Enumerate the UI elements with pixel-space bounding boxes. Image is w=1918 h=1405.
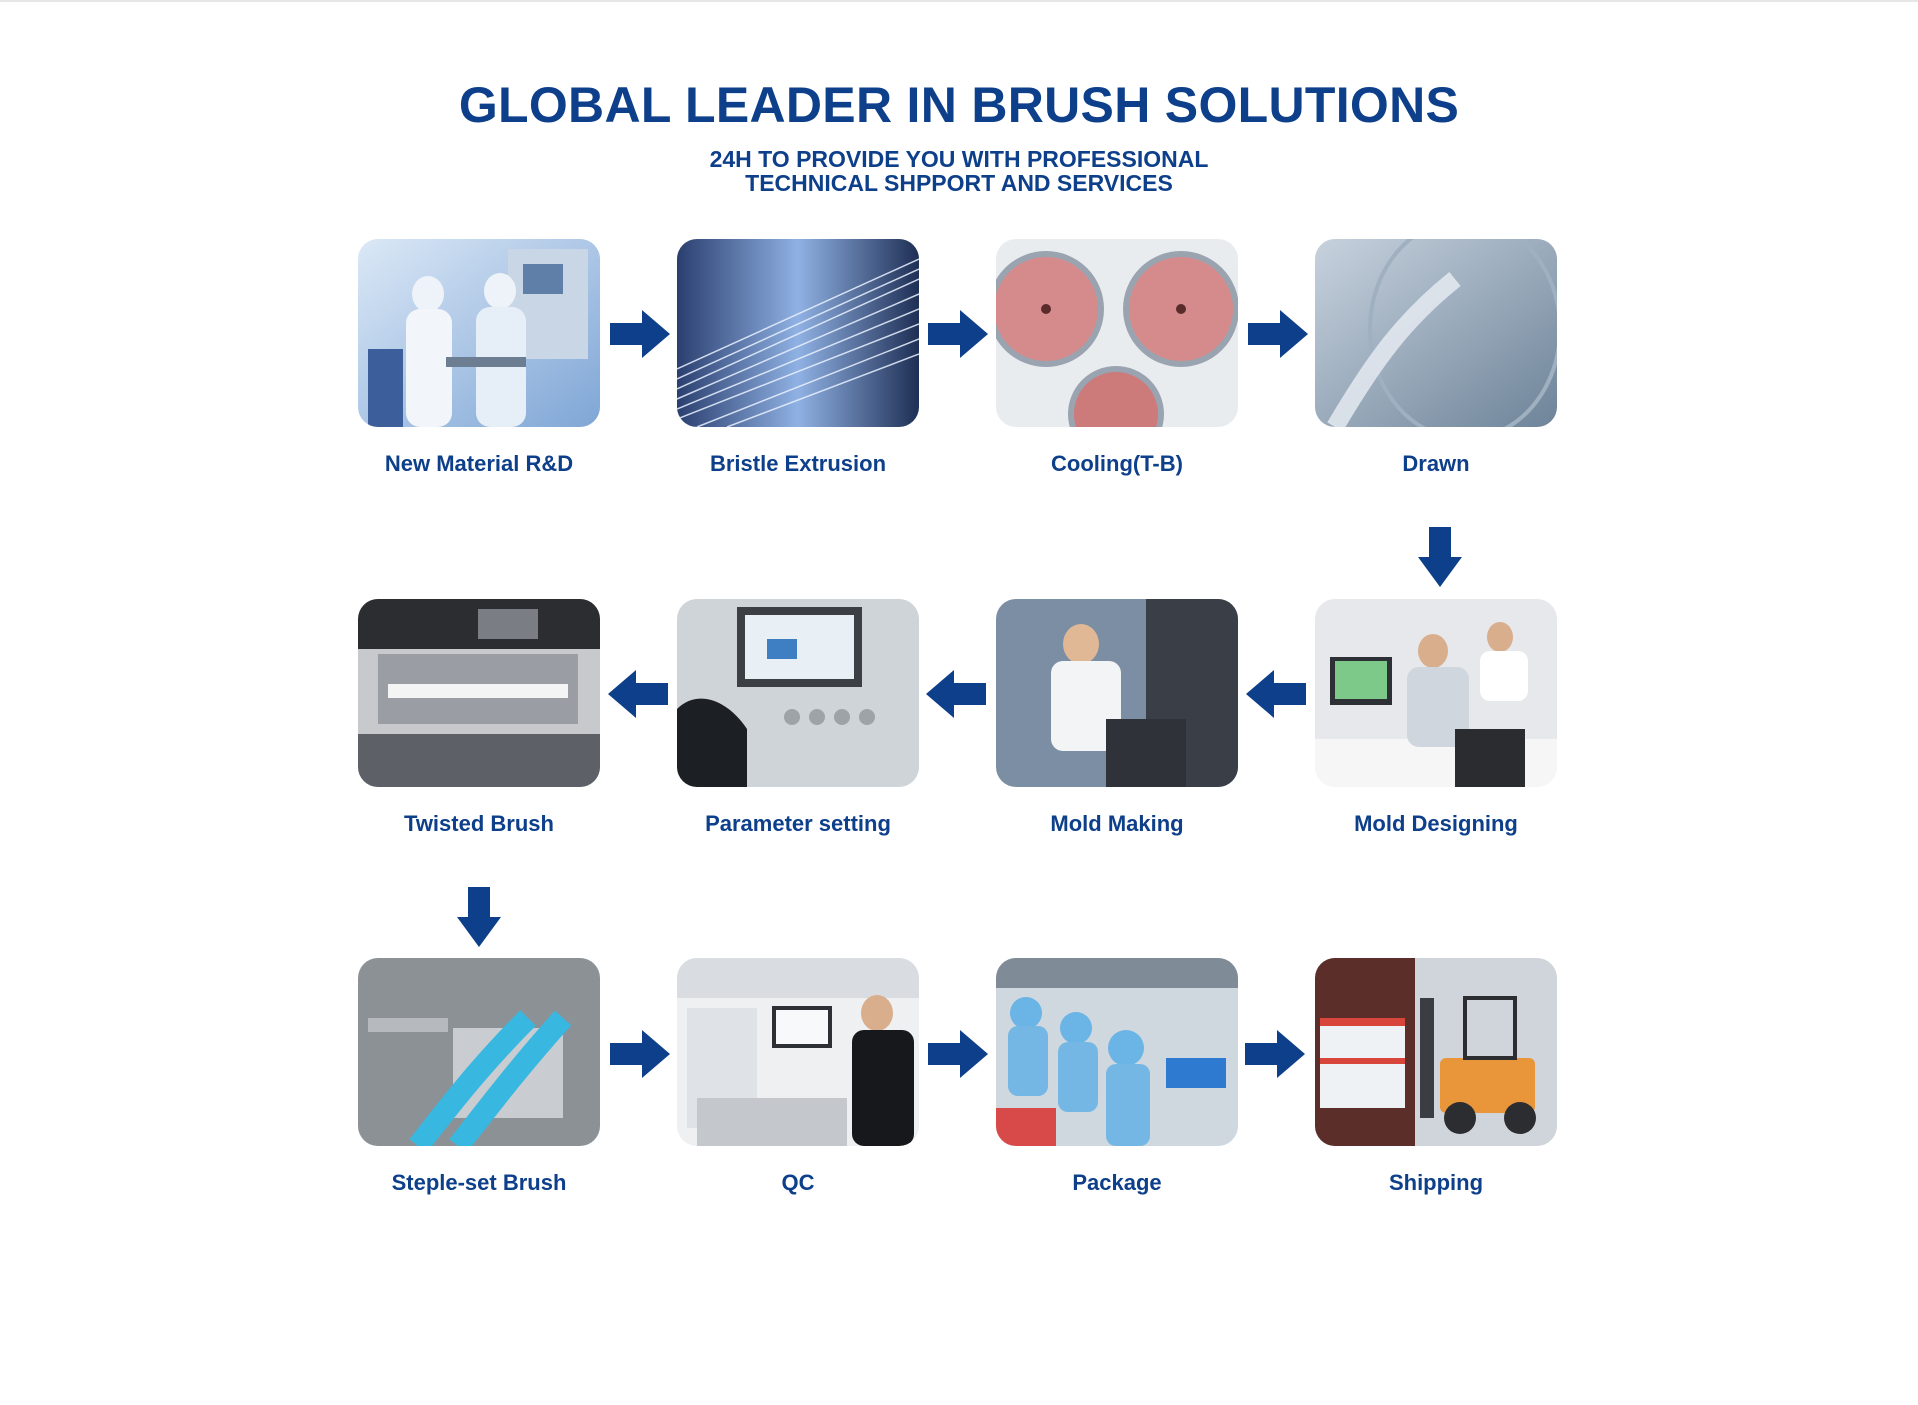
step-label: Mold Making — [1050, 811, 1184, 836]
photo-packaging-workers — [996, 958, 1238, 1146]
photo-cooling-spools — [996, 239, 1238, 427]
arrow-left-icon — [608, 670, 668, 718]
photo-control-panel — [677, 599, 919, 787]
arrow-right-icon — [1248, 310, 1308, 358]
subtitle-line-2: TECHNICAL SHPPORT AND SERVICES — [745, 170, 1173, 196]
photo-quality-control — [677, 958, 919, 1146]
photo-drawn-filament — [1315, 239, 1557, 427]
step-label: Bristle Extrusion — [709, 451, 887, 476]
photo-lab-researchers — [358, 239, 600, 427]
photo-forklift-container — [1315, 958, 1557, 1146]
page-title: GLOBAL LEADER IN BRUSH SOLUTIONS — [458, 77, 1460, 133]
arrow-right-icon — [610, 310, 670, 358]
photo-designers-office — [1315, 599, 1557, 787]
step-label: Cooling(T-B) — [1051, 451, 1183, 476]
step-label: Mold Designing — [1354, 811, 1518, 836]
arrow-down-icon — [457, 887, 501, 947]
step-label: Drawn — [1402, 451, 1470, 476]
page-subtitle: 24H TO PROVIDE YOU WITH PROFESSIONAL TEC… — [0, 147, 1918, 195]
photo-staple-set-machine — [358, 958, 600, 1146]
photo-machinist — [996, 599, 1238, 787]
arrow-right-icon — [1245, 1030, 1305, 1078]
step-label: Package — [1072, 1170, 1162, 1195]
subtitle-line-1: 24H TO PROVIDE YOU WITH PROFESSIONAL — [709, 146, 1209, 172]
arrow-right-icon — [928, 1030, 988, 1078]
step-label: Twisted Brush — [404, 811, 554, 836]
arrow-down-icon — [1418, 527, 1462, 587]
step-label: Parameter setting — [705, 811, 891, 836]
arrow-left-icon — [926, 670, 986, 718]
step-label: QC — [781, 1170, 815, 1195]
step-label: Shipping — [1388, 1170, 1484, 1195]
top-divider — [0, 0, 1918, 2]
arrow-right-icon — [610, 1030, 670, 1078]
step-label: New Material R&D — [384, 451, 574, 476]
arrow-left-icon — [1246, 670, 1306, 718]
photo-twisted-brush-machine — [358, 599, 600, 787]
step-label: Steple-set Brush — [391, 1170, 567, 1195]
arrow-right-icon — [928, 310, 988, 358]
photo-bristle-threads — [677, 239, 919, 427]
